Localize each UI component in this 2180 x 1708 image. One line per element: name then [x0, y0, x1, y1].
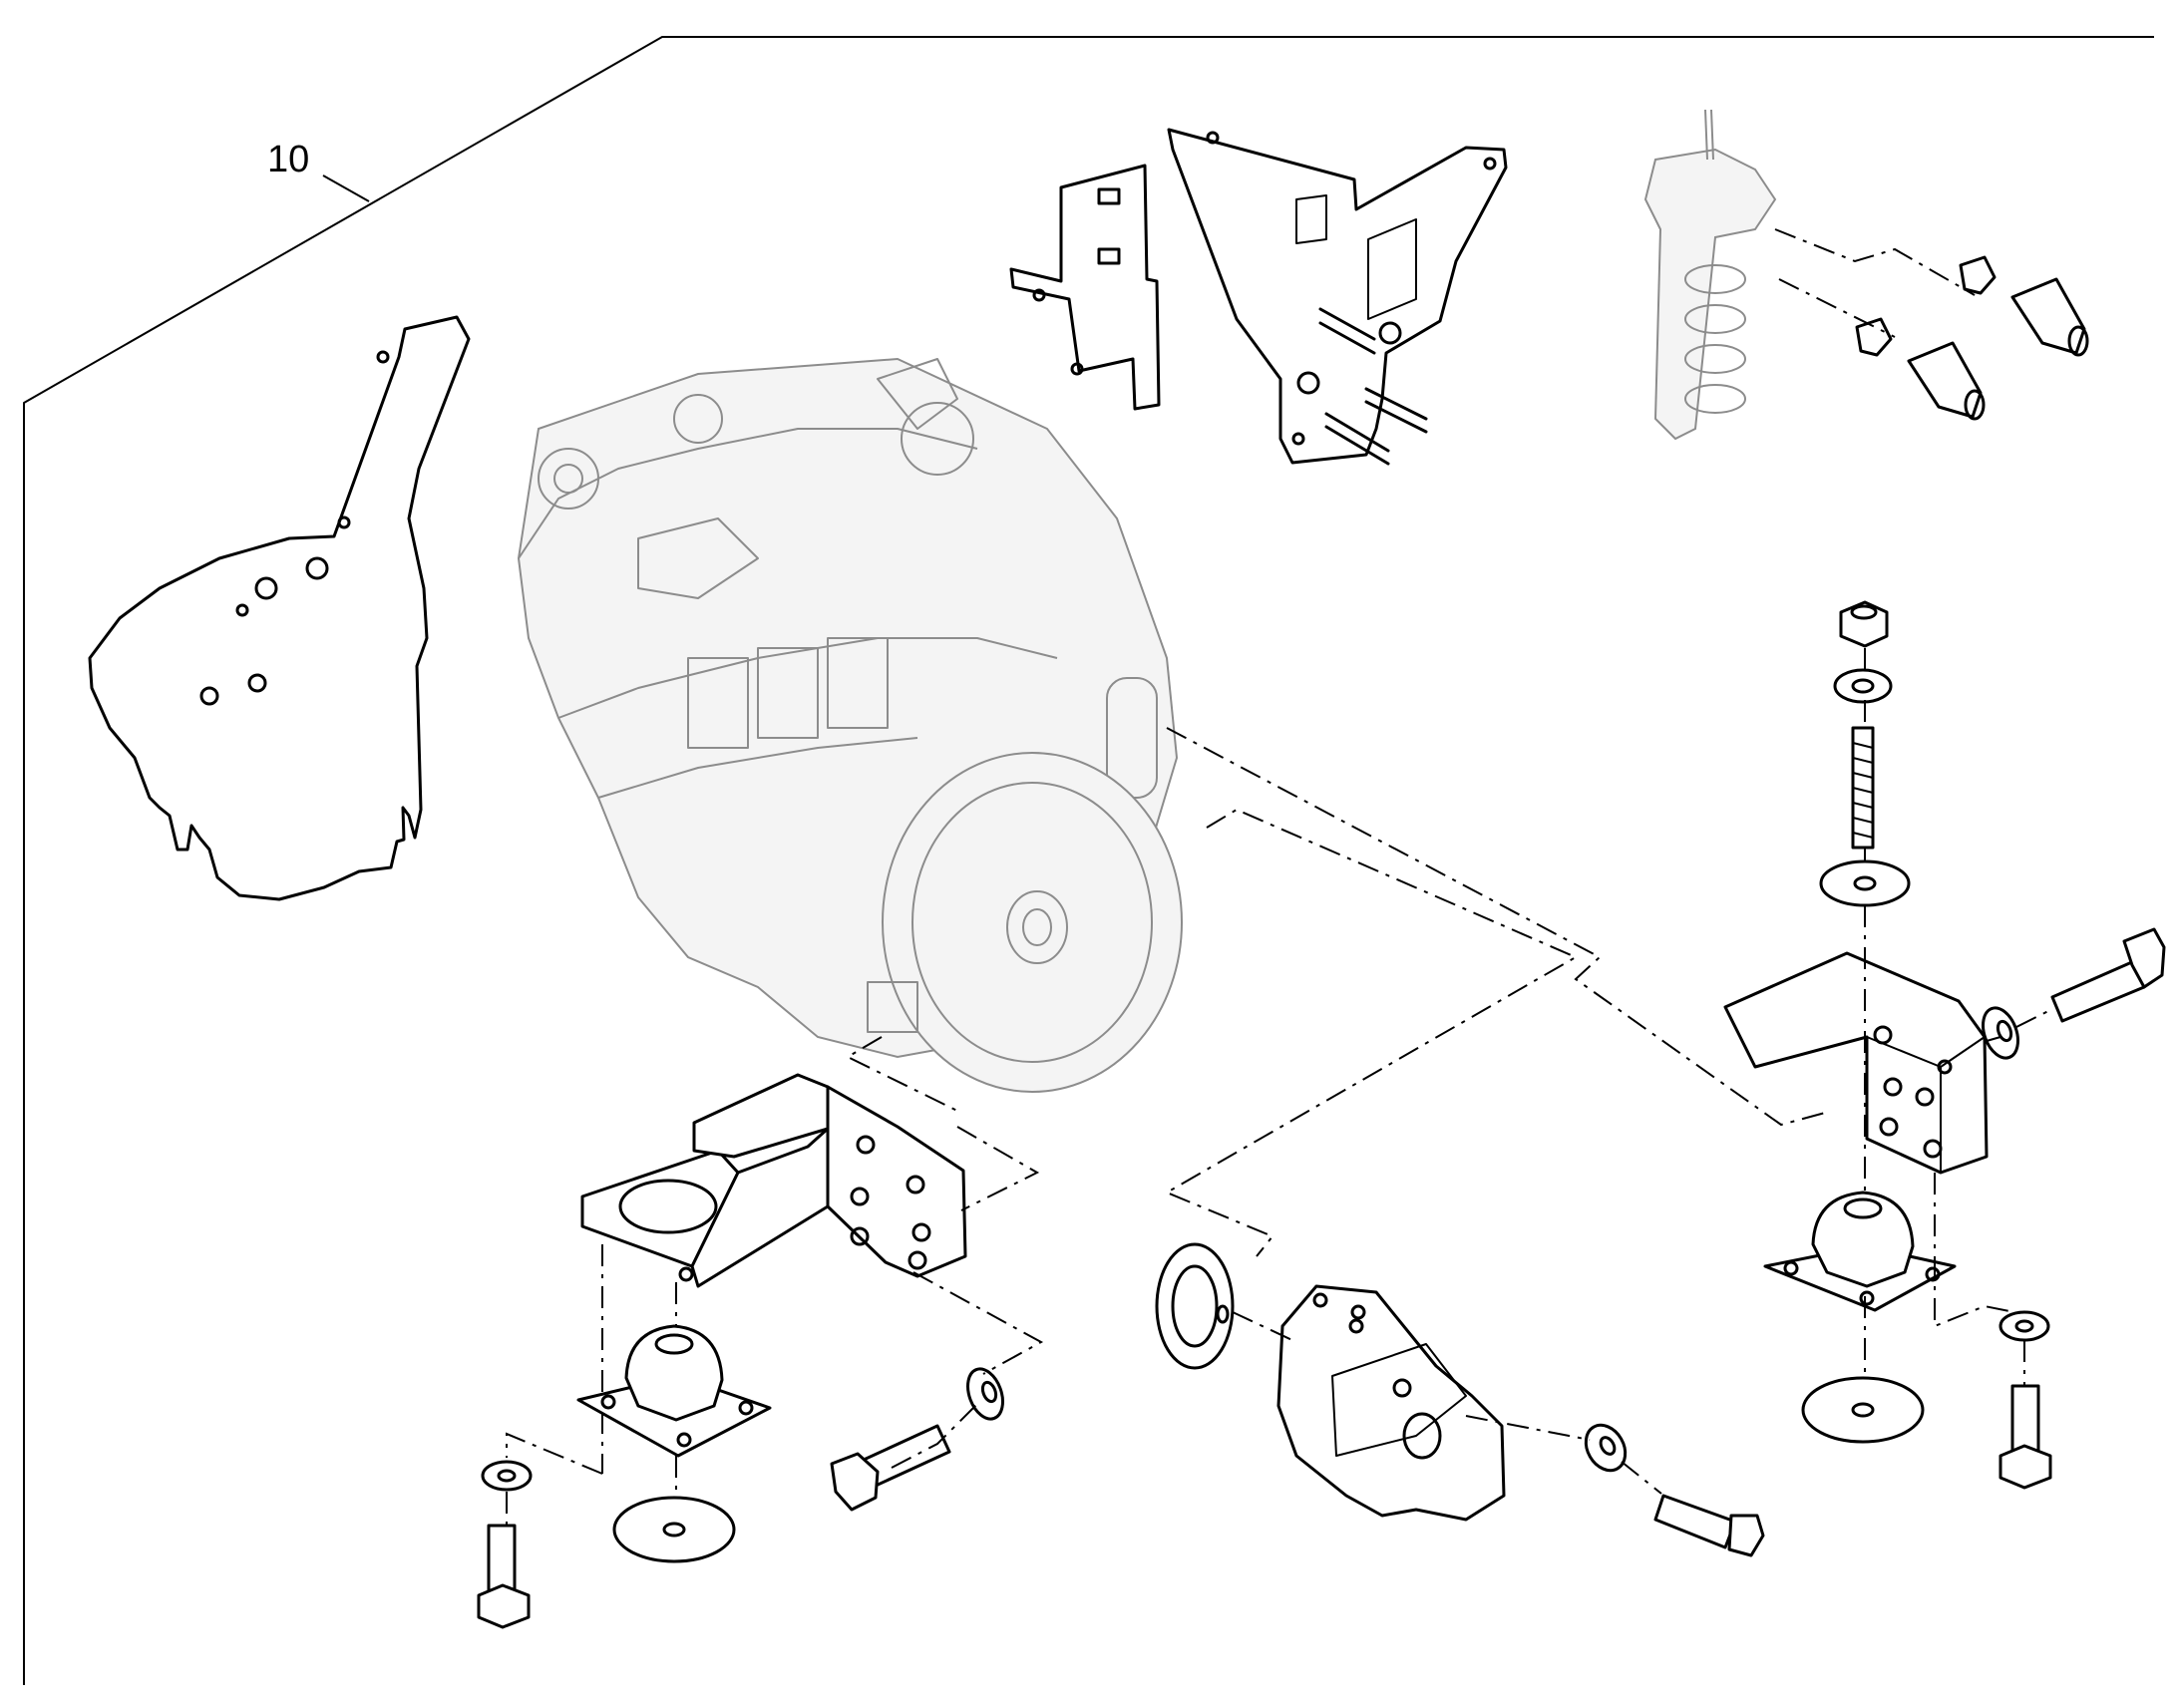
left-engine-mount-bracket	[580, 1073, 967, 1288]
right-bottom-bolt	[1998, 1384, 2052, 1490]
assembly-leader-lines	[506, 648, 2053, 1526]
right-threaded-stud	[1851, 726, 1875, 850]
hydraulic-pump	[1276, 1284, 1506, 1522]
left-rubber-isolator	[576, 1324, 772, 1458]
hose-clamp-upper	[1959, 255, 1997, 295]
right-side-washer	[1982, 1006, 2019, 1060]
hose-upper	[2010, 277, 2089, 357]
pump-washer	[1584, 1423, 1628, 1473]
right-rubber-isolator	[1763, 1191, 1957, 1312]
right-top-nut	[1839, 600, 1889, 648]
left-bottom-bolt	[477, 1524, 531, 1629]
large-mounting-bracket	[1167, 128, 1508, 466]
right-bottom-washer	[1998, 1310, 2050, 1342]
engine-cover-plate	[88, 315, 471, 901]
small-side-bracket	[1009, 164, 1161, 411]
assembly-frame	[23, 36, 2154, 1685]
pump-bolt	[1653, 1494, 1765, 1557]
hose-clamp-lower	[1855, 317, 1893, 357]
oil-level-sensor	[1643, 109, 1777, 441]
left-side-washer	[966, 1367, 1004, 1421]
left-side-bolt	[830, 1424, 951, 1512]
hose-lower	[1907, 341, 1986, 421]
left-bottom-washer	[481, 1460, 533, 1492]
engine-block	[517, 357, 1183, 1093]
right-side-bolt	[2050, 927, 2166, 1023]
right-large-washer-bottom	[1801, 1376, 1925, 1444]
left-large-washer	[612, 1496, 736, 1563]
right-top-washer	[1833, 668, 1893, 704]
right-large-washer-top	[1819, 859, 1911, 907]
drive-gear	[1155, 1242, 1235, 1370]
right-engine-mount-bracket	[1723, 951, 1989, 1175]
callout-10: 10	[267, 139, 309, 180]
